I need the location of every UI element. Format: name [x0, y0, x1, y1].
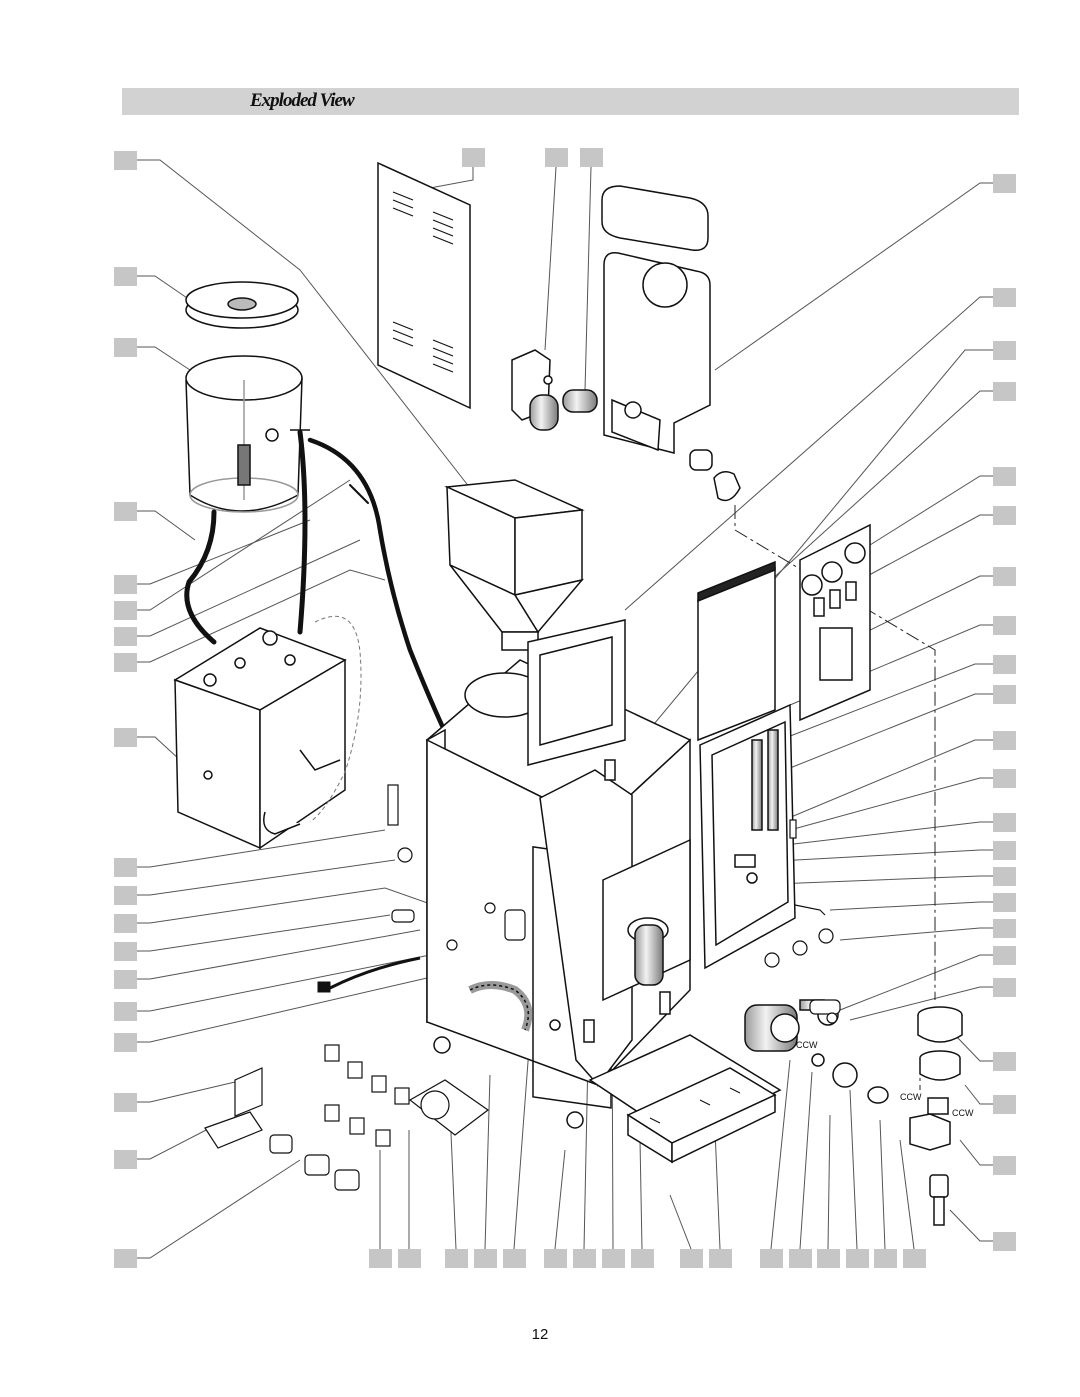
callout-box [993, 567, 1016, 586]
callout-box [993, 1156, 1016, 1175]
callout-box [114, 338, 137, 357]
callout-box [993, 288, 1016, 307]
callout-box [114, 1249, 137, 1268]
mixing-parts [909, 1006, 963, 1226]
main-cabinet [425, 619, 692, 1129]
callout-box [993, 813, 1016, 832]
callout-box [846, 1249, 869, 1268]
callout-box [474, 1249, 497, 1268]
callout-box [114, 267, 137, 286]
boiler-box [173, 627, 347, 850]
right-cabinet [699, 703, 796, 970]
callout-box [114, 627, 137, 646]
callout-box [993, 174, 1016, 193]
callout-box [602, 1249, 625, 1268]
callout-box [114, 151, 137, 170]
callout-box [993, 946, 1016, 965]
callout-box [580, 148, 603, 167]
callout-box [114, 601, 137, 620]
callout-box [993, 655, 1016, 674]
callout-box [993, 685, 1016, 704]
callout-box [114, 1093, 137, 1112]
callout-box [993, 1095, 1016, 1114]
callout-box [114, 728, 137, 747]
hopper-unit [601, 185, 741, 502]
callout-box [993, 506, 1016, 525]
right-fittings [764, 819, 841, 1024]
control-panel [799, 523, 871, 722]
callout-box [789, 1249, 812, 1268]
callout-box [445, 1249, 468, 1268]
motor-assembly [511, 349, 598, 431]
ccw-label: CCW [952, 1108, 974, 1118]
callout-box [993, 1052, 1016, 1071]
callout-box [903, 1249, 926, 1268]
callout-box [114, 653, 137, 672]
callout-box [503, 1249, 526, 1268]
callout-box [817, 1249, 840, 1268]
power-cord [317, 956, 421, 993]
callout-box [993, 341, 1016, 360]
water-tank [185, 281, 310, 513]
callout-box [114, 914, 137, 933]
callout-box [114, 858, 137, 877]
callout-box [993, 893, 1016, 912]
wire-bundle [309, 615, 362, 823]
callout-box [993, 731, 1016, 750]
ccw-label: CCW [900, 1092, 922, 1102]
callout-box [993, 467, 1016, 486]
section-title: Exploded View [250, 90, 355, 111]
side-panel [377, 161, 471, 410]
callout-box [114, 575, 137, 594]
callout-box [369, 1249, 392, 1268]
callout-box [709, 1249, 732, 1268]
callout-box [760, 1249, 783, 1268]
callout-box [680, 1249, 703, 1268]
product-hopper [444, 479, 585, 651]
callout-box [114, 886, 137, 905]
electrical-components [204, 1044, 490, 1191]
callout-box [114, 1033, 137, 1052]
callout-box [114, 502, 137, 521]
callout-box [993, 1232, 1016, 1251]
callout-box [993, 978, 1016, 997]
callout-box [114, 942, 137, 961]
page-number: 12 [531, 1326, 549, 1343]
callout-box [114, 1150, 137, 1169]
callout-box [398, 1249, 421, 1268]
callout-box [874, 1249, 897, 1268]
callout-box [993, 616, 1016, 635]
callout-box [993, 867, 1016, 886]
drip-tray [588, 1034, 782, 1164]
callout-box [573, 1249, 596, 1268]
callout-box [993, 841, 1016, 860]
callout-box [993, 769, 1016, 788]
door-panel [697, 560, 776, 742]
section-title-bar: Exploded View [122, 88, 1019, 115]
callout-box [114, 970, 137, 989]
callout-box [993, 919, 1016, 938]
callout-box [462, 148, 485, 167]
ccw-label: CCW [796, 1040, 818, 1050]
callout-box [631, 1249, 654, 1268]
callout-box [544, 1249, 567, 1268]
callout-box [545, 148, 568, 167]
callout-box [114, 1002, 137, 1021]
callout-box [993, 382, 1016, 401]
left-fittings [387, 784, 526, 951]
